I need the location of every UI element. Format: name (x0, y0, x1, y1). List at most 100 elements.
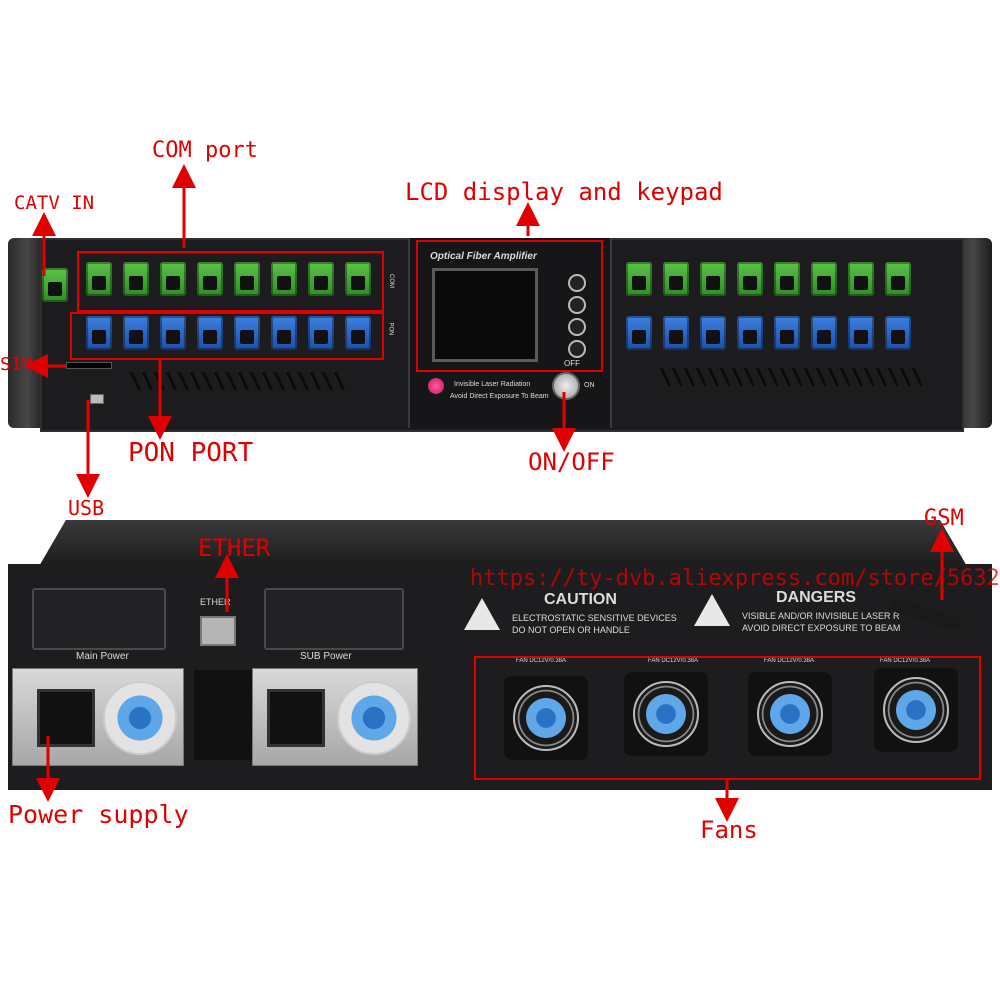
com-port-5[interactable] (234, 262, 260, 296)
pon-port-2[interactable] (123, 316, 149, 350)
fan-icon (883, 677, 949, 743)
pon-port-label: PON PORT (128, 438, 254, 468)
pon-port-13[interactable] (811, 316, 837, 350)
port-opening (706, 330, 720, 344)
sub-power-inlet[interactable] (267, 689, 325, 747)
com-port-11[interactable] (737, 262, 763, 296)
port-opening (854, 330, 868, 344)
ethernet-port[interactable] (200, 616, 236, 646)
pon-port-highlight (70, 312, 384, 360)
catv-in-label: CATV IN (14, 192, 95, 214)
sim-slot[interactable] (66, 362, 112, 369)
fan-rating-3: FAN DC12V/0.38A (764, 658, 815, 664)
pon-port-8[interactable] (626, 316, 652, 350)
port-opening (314, 330, 328, 344)
laser-warning-line1: Invisible Laser Radiation (454, 381, 531, 388)
laser-warning-icon (428, 378, 444, 394)
pon-port-6[interactable] (271, 316, 297, 350)
port-opening (632, 330, 646, 344)
com-port-13[interactable] (811, 262, 837, 296)
rear-chassis: Main Power ETHER SUB Power CAUTION ELECT… (8, 520, 992, 790)
port-opening (743, 330, 757, 344)
fan-rating-4: FAN DC12V/0.38A (880, 658, 931, 664)
pon-port-9[interactable] (663, 316, 689, 350)
on-off-label: ON/OFF (528, 448, 615, 476)
keypad-enter-button[interactable] (568, 340, 586, 358)
fan-rating-2: FAN DC12V/0.38A (648, 658, 699, 664)
port-opening (632, 276, 646, 290)
danger-title: DANGERS (776, 589, 857, 606)
pon-port-11[interactable] (737, 316, 763, 350)
port-opening (48, 282, 62, 296)
gsm-label: GSM (924, 506, 964, 531)
lcd-module: Optical Fiber Amplifier OFF Invisible La… (408, 238, 612, 428)
port-opening (706, 276, 720, 290)
lcd-title: Optical Fiber Amplifier (430, 251, 537, 262)
com-port-4[interactable] (197, 262, 223, 296)
com-port-7[interactable] (308, 262, 334, 296)
com-port-14[interactable] (848, 262, 874, 296)
com-port-12[interactable] (774, 262, 800, 296)
pon-port-15[interactable] (885, 316, 911, 350)
sub-power-slot-cover (264, 588, 404, 650)
port-opening (240, 276, 254, 290)
caution-line1: ELECTROSTATIC SENSITIVE DEVICES (512, 613, 677, 623)
port-opening (780, 330, 794, 344)
sub-psu-fan-icon (337, 681, 411, 755)
port-opening (891, 330, 905, 344)
rear-fan-2 (624, 672, 708, 756)
com-port-8[interactable] (345, 262, 371, 296)
fan-icon (513, 685, 579, 751)
com-port-9[interactable] (663, 262, 689, 296)
port-opening (780, 276, 794, 290)
pon-port-5[interactable] (234, 316, 260, 350)
pon-port-3[interactable] (160, 316, 186, 350)
port-opening (92, 330, 106, 344)
pon-port-8[interactable] (345, 316, 371, 350)
power-key-switch[interactable] (552, 372, 580, 400)
keypad-off-label: OFF (564, 359, 580, 368)
esd-warning-icon (464, 598, 500, 630)
main-power-slot-cover (32, 588, 166, 650)
com-port-8[interactable] (626, 262, 652, 296)
keypad-down-button[interactable] (568, 318, 586, 336)
lcd-highlight (416, 240, 603, 372)
pon-port-12[interactable] (774, 316, 800, 350)
port-opening (669, 276, 683, 290)
usb-port[interactable] (90, 394, 104, 404)
com-port-6[interactable] (271, 262, 297, 296)
rear-fan-4 (874, 668, 958, 752)
pon-port-7[interactable] (308, 316, 334, 350)
com-port-15[interactable] (885, 262, 911, 296)
port-opening (240, 330, 254, 344)
pon-port-14[interactable] (848, 316, 874, 350)
com-port-3[interactable] (160, 262, 186, 296)
port-opening (351, 276, 365, 290)
rear-fan-3 (748, 672, 832, 756)
port-opening (277, 276, 291, 290)
pon-port-1[interactable] (86, 316, 112, 350)
caution-line2: DO NOT OPEN OR HANDLE (512, 625, 630, 635)
keypad-up-button[interactable] (568, 274, 586, 292)
port-opening (743, 276, 757, 290)
port-opening (129, 276, 143, 290)
caution-title: CAUTION (544, 591, 617, 608)
com-port-2[interactable] (123, 262, 149, 296)
power-supply-label: Power supply (8, 800, 189, 829)
port-opening (817, 330, 831, 344)
pon-port-10[interactable] (700, 316, 726, 350)
store-watermark: https://ty-dvb.aliexpress.com/store/5632… (470, 566, 1000, 591)
rear-top-cover (38, 520, 968, 568)
pon-port-4[interactable] (197, 316, 223, 350)
catv-in-port[interactable] (42, 268, 68, 302)
sub-power-label: SUB Power (300, 651, 352, 662)
psu-bay-divider (194, 670, 254, 760)
power-on-label: ON (584, 382, 595, 389)
keypad-left-button[interactable] (568, 296, 586, 314)
com-port-10[interactable] (700, 262, 726, 296)
port-opening (891, 276, 905, 290)
fan-icon (757, 681, 823, 747)
main-power-label: Main Power (76, 651, 129, 662)
com-port-1[interactable] (86, 262, 112, 296)
